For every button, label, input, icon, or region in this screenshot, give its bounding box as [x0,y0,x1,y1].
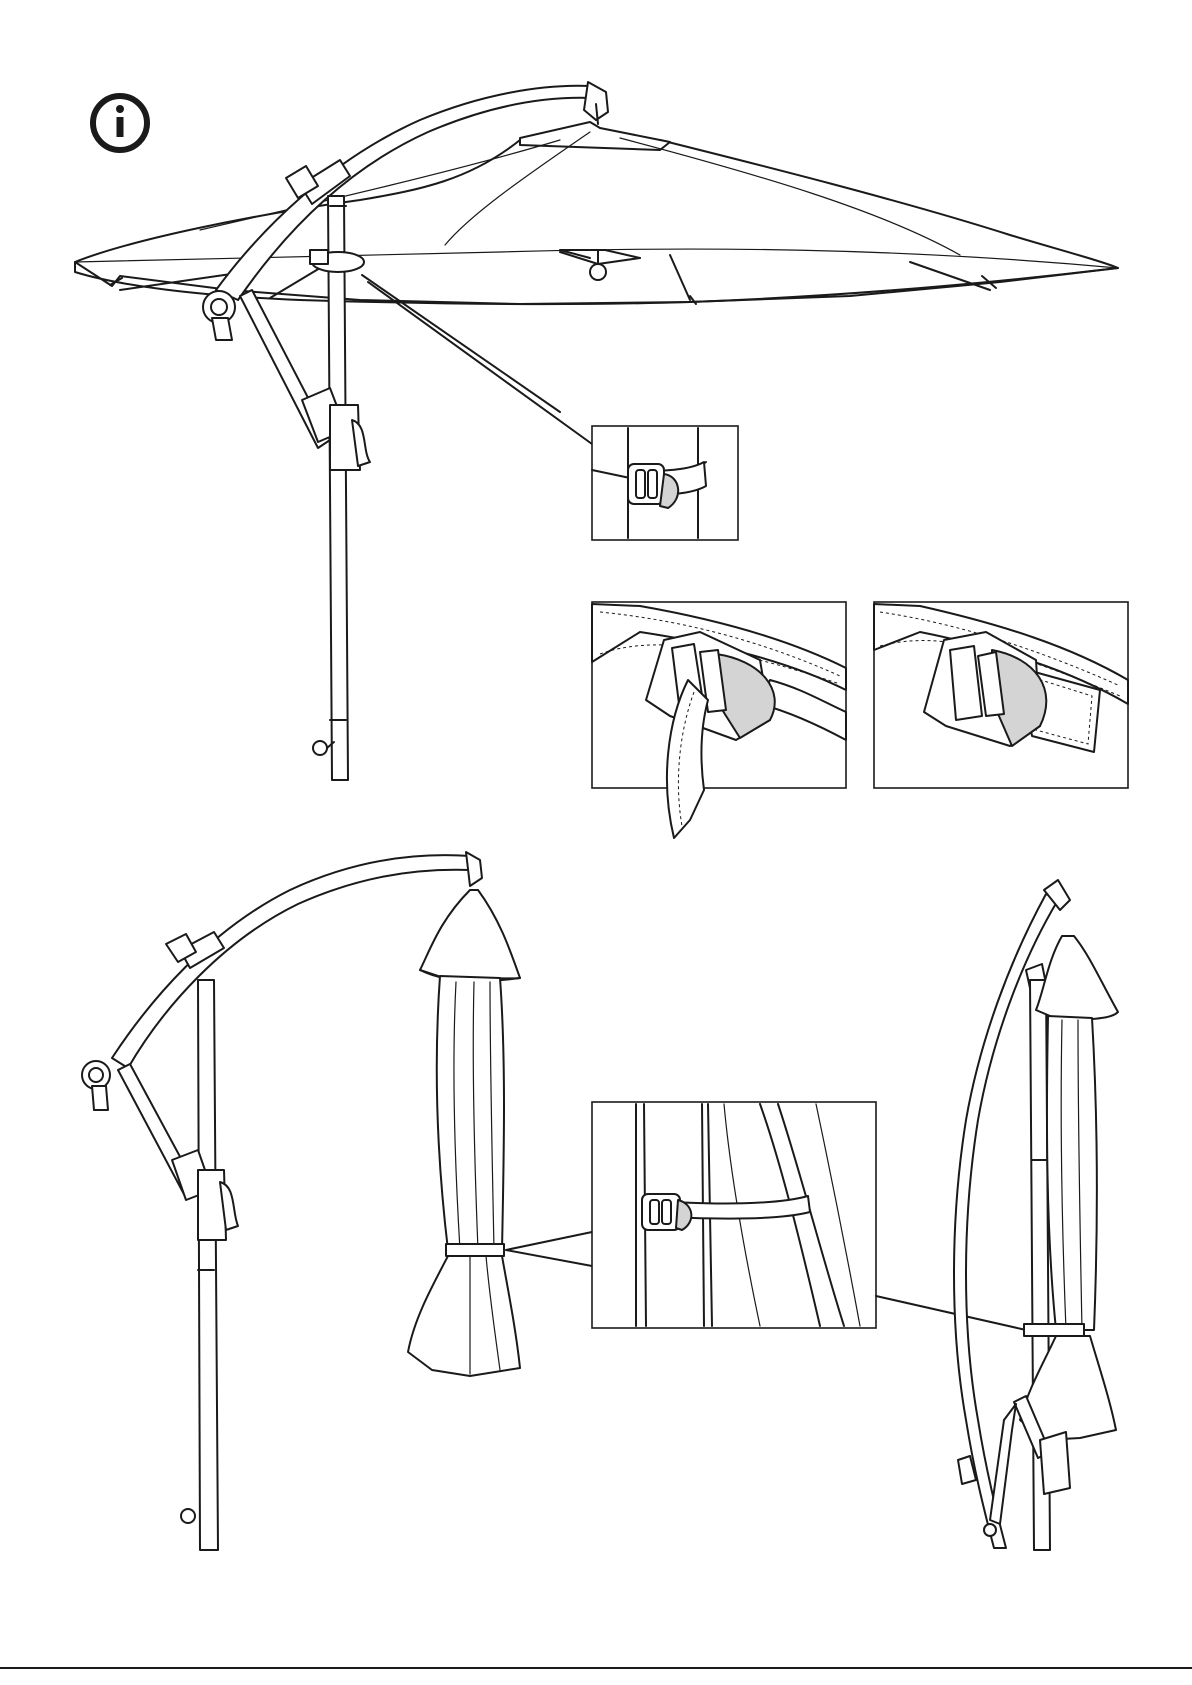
closed-umbrella-hanging-illustration [82,852,592,1550]
closed-umbrella-stowed-illustration [954,880,1118,1550]
info-icon: i [93,96,147,150]
buckle-step-open-box [592,602,846,838]
strap-detail-box [592,426,738,540]
buckle-step-closed-box [874,602,1128,788]
